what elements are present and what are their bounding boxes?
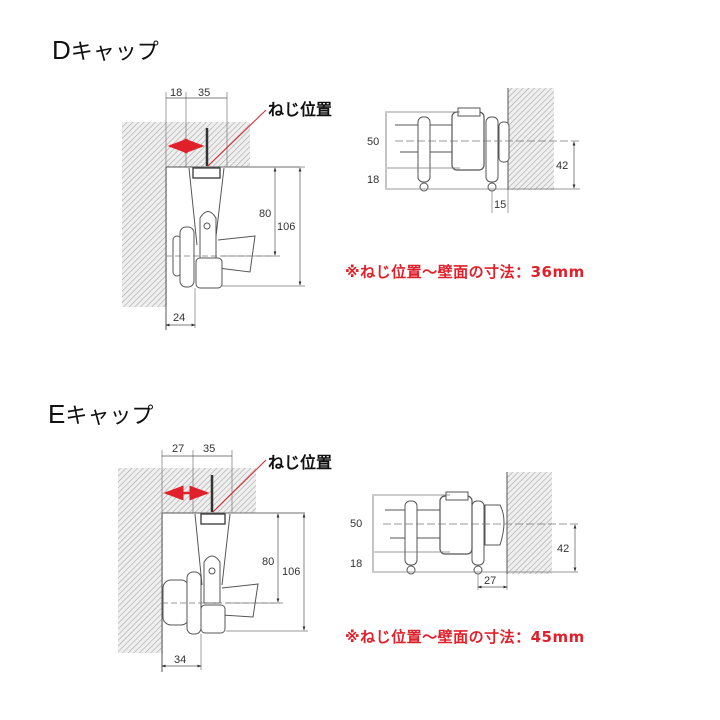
dim-text: 50 <box>350 518 362 530</box>
d-side-view: 18 35 80 106 24 <box>122 87 305 330</box>
dim-text: 80 <box>259 208 271 220</box>
note-d: ※ねじ位置～壁面の寸法：36mm <box>345 263 585 281</box>
screw-position-label-e: ねじ位置 <box>268 453 333 472</box>
screw-position-label-d: ねじ位置 <box>268 100 333 119</box>
d-front-view: 50 18 42 15 <box>367 88 580 213</box>
note-e: ※ねじ位置～壁面の寸法：45mm <box>345 628 585 646</box>
title-letter: E <box>48 399 66 429</box>
title-suffix: キャップ <box>70 40 159 65</box>
dim-text: 106 <box>282 566 300 578</box>
dim-text: 42 <box>557 543 569 555</box>
dim-text: 106 <box>277 221 295 233</box>
dim-text: 24 <box>173 312 185 324</box>
dim-text: 35 <box>198 87 210 99</box>
section-e-title: Eキャップ <box>48 398 153 430</box>
dim-text: 50 <box>367 136 379 148</box>
dim-text: 35 <box>203 443 215 455</box>
dim-text: 18 <box>170 87 182 99</box>
dim-text: 27 <box>484 575 496 587</box>
dim-text: 42 <box>556 160 568 172</box>
e-side-view: 27 35 80 106 34 <box>118 443 308 672</box>
dim-text: 27 <box>172 443 184 455</box>
dim-text: 18 <box>350 558 362 570</box>
dim-text: 80 <box>262 556 274 568</box>
e-front-view: 50 18 42 27 <box>350 472 580 590</box>
title-suffix: キャップ <box>65 404 154 429</box>
dim-text: 15 <box>494 199 506 211</box>
dim-text: 34 <box>174 654 186 666</box>
dim-text: 18 <box>367 174 379 186</box>
section-d-title: Dキャップ <box>52 34 159 66</box>
title-letter: D <box>52 35 71 65</box>
